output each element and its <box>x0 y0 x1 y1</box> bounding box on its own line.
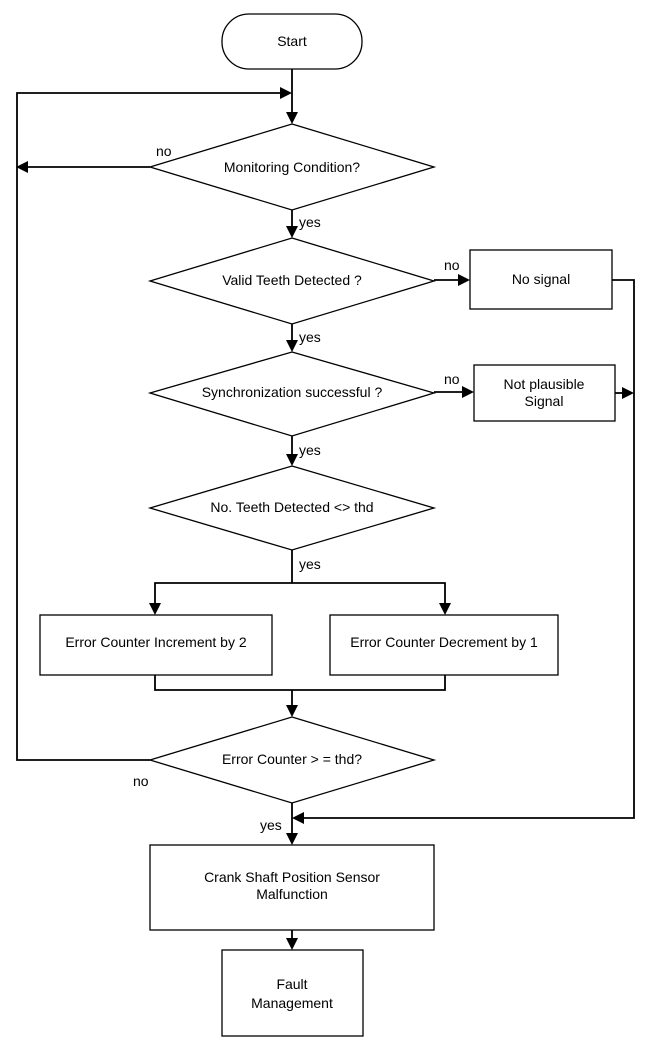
fault-line1: Fault <box>276 976 307 992</box>
valid-teeth-label: Valid Teeth Detected ? <box>222 272 362 288</box>
node-not-plausible: Not plausible Signal <box>473 364 616 422</box>
node-malfunction: Crank Shaft Position Sensor Malfunction <box>149 844 435 931</box>
node-sync: Synchronization successful ? <box>147 351 437 437</box>
err-thd-decision <box>147 716 437 804</box>
increment-label: Error Counter Increment by 2 <box>65 634 247 650</box>
connectors <box>16 66 635 938</box>
arrowhead <box>286 938 298 950</box>
node-increment: Error Counter Increment by 2 <box>39 614 273 676</box>
malfunction-line2: Malfunction <box>256 886 328 902</box>
valid-no-label: no <box>444 257 460 273</box>
malfunction-line1: Crank Shaft Position Sensor <box>204 869 380 885</box>
monitoring-label: Monitoring Condition? <box>224 159 360 175</box>
node-start: Start <box>221 13 363 70</box>
sync-decision <box>147 351 437 437</box>
no-signal-label: No signal <box>512 271 570 287</box>
not-plausible-line1: Not plausible <box>504 376 585 392</box>
increment-box <box>39 614 273 676</box>
arrowhead <box>286 226 298 238</box>
edge-branch-split <box>154 582 446 603</box>
teeth-thd-label: No. Teeth Detected <> thd <box>210 499 373 515</box>
node-err-thd: Error Counter > = thd? <box>147 716 437 804</box>
monitoring-yes-label: yes <box>299 214 321 230</box>
arrowhead <box>16 161 28 173</box>
node-valid-teeth: Valid Teeth Detected ? <box>147 237 437 325</box>
node-monitoring: Monitoring Condition? <box>147 123 437 211</box>
fault-line2: Management <box>251 995 333 1011</box>
no-signal-box <box>469 249 613 310</box>
node-teeth-thd: No. Teeth Detected <> thd <box>147 465 437 551</box>
arrowhead <box>280 87 292 99</box>
monitoring-no-label: no <box>156 143 172 159</box>
decrement-box <box>329 614 559 676</box>
arrowhead <box>622 387 634 399</box>
not-plausible-box <box>473 364 616 422</box>
malfunction-box <box>149 844 435 931</box>
sync-label: Synchronization successful ? <box>202 384 383 400</box>
not-plausible-line2: Signal <box>525 393 564 409</box>
teeth-thd-decision <box>147 465 437 551</box>
valid-yes-label: yes <box>299 329 321 345</box>
node-fault: Fault Management <box>221 949 364 1037</box>
err-thd-label: Error Counter > = thd? <box>222 751 362 767</box>
arrowhead <box>286 112 298 124</box>
arrowhead <box>292 812 304 824</box>
err-yes-label: yes <box>260 817 282 833</box>
monitoring-decision <box>147 123 437 211</box>
arrowhead <box>286 833 298 845</box>
valid-teeth-decision <box>147 237 437 325</box>
sync-yes-label: yes <box>299 442 321 458</box>
node-no-signal: No signal <box>469 249 613 310</box>
arrowheads <box>16 87 634 950</box>
decrement-label: Error Counter Decrement by 1 <box>350 634 538 650</box>
err-no-label: no <box>133 773 149 789</box>
node-decrement: Error Counter Decrement by 1 <box>329 614 559 676</box>
edge-errthd-no-loop <box>16 92 280 761</box>
fault-box <box>221 949 364 1037</box>
edge-branch-merge <box>154 675 446 691</box>
edge-labels: no yes no yes no yes yes no yes <box>133 143 460 833</box>
arrowhead <box>458 274 470 286</box>
edge-nosignal-return <box>304 279 635 819</box>
arrowhead <box>286 705 298 717</box>
arrowhead <box>286 454 298 466</box>
arrowhead <box>462 386 474 398</box>
start-label: Start <box>277 33 307 49</box>
arrowhead <box>149 603 161 615</box>
arrowhead <box>439 603 451 615</box>
sync-no-label: no <box>444 371 460 387</box>
start-terminal <box>221 13 363 70</box>
teeth-yes-label: yes <box>299 556 321 572</box>
arrowhead <box>286 340 298 352</box>
